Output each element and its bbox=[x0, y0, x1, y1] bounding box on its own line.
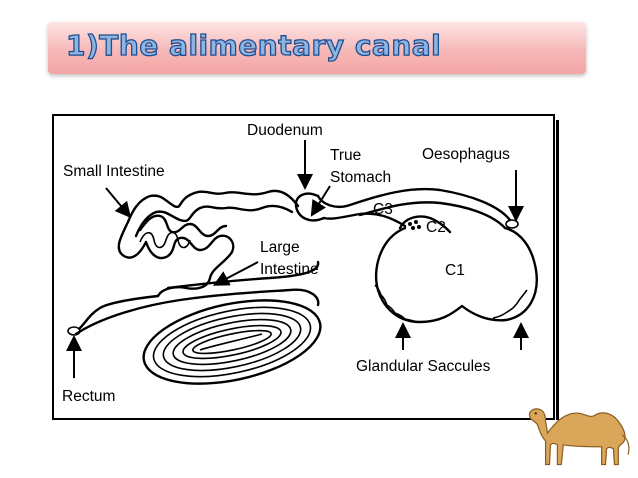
label-small-intestine: Small Intestine bbox=[63, 163, 165, 180]
oesophagus-opening bbox=[505, 219, 519, 229]
small-intestine-folds bbox=[139, 231, 191, 249]
label-c2: C2 bbox=[426, 219, 446, 236]
rectum-opening bbox=[67, 326, 81, 336]
glandular-saccules-right bbox=[492, 289, 528, 319]
page-title: 1)The alimentary canal bbox=[65, 28, 442, 62]
label-glandular-saccules: Glandular Saccules bbox=[356, 358, 491, 375]
small-intestine bbox=[117, 189, 300, 298]
large-intestine-lower bbox=[74, 288, 320, 336]
c2-reticulum bbox=[398, 215, 452, 234]
oesophagus-tube bbox=[316, 187, 512, 222]
diagram-frame bbox=[52, 114, 559, 420]
label-stomach: Stomach bbox=[330, 169, 391, 186]
oesophagus-tube-inner bbox=[358, 201, 507, 230]
label-oesophagus: Oesophagus bbox=[422, 146, 510, 163]
true-stomach-arrow bbox=[310, 185, 331, 217]
c3-omasum bbox=[322, 212, 407, 228]
small-intestine-arrow bbox=[105, 187, 132, 219]
small-intestine-inner bbox=[134, 204, 294, 238]
label-rectum: Rectum bbox=[62, 388, 115, 405]
label-true: True bbox=[330, 147, 361, 164]
camel-icon bbox=[528, 408, 630, 466]
glandular-saccules-left bbox=[374, 284, 418, 323]
large-intestine bbox=[78, 260, 320, 330]
label-intestine: Intestine bbox=[260, 261, 319, 278]
large-intestine-arrow bbox=[212, 261, 259, 286]
true-stomach bbox=[294, 192, 326, 222]
title-banner: 1)The alimentary canal bbox=[48, 22, 586, 74]
label-duodenum: Duodenum bbox=[247, 122, 323, 139]
label-c3: C3 bbox=[373, 201, 393, 218]
label-c1: C1 bbox=[445, 262, 465, 279]
spiral-colon bbox=[142, 299, 322, 385]
label-large: Large bbox=[260, 239, 300, 256]
